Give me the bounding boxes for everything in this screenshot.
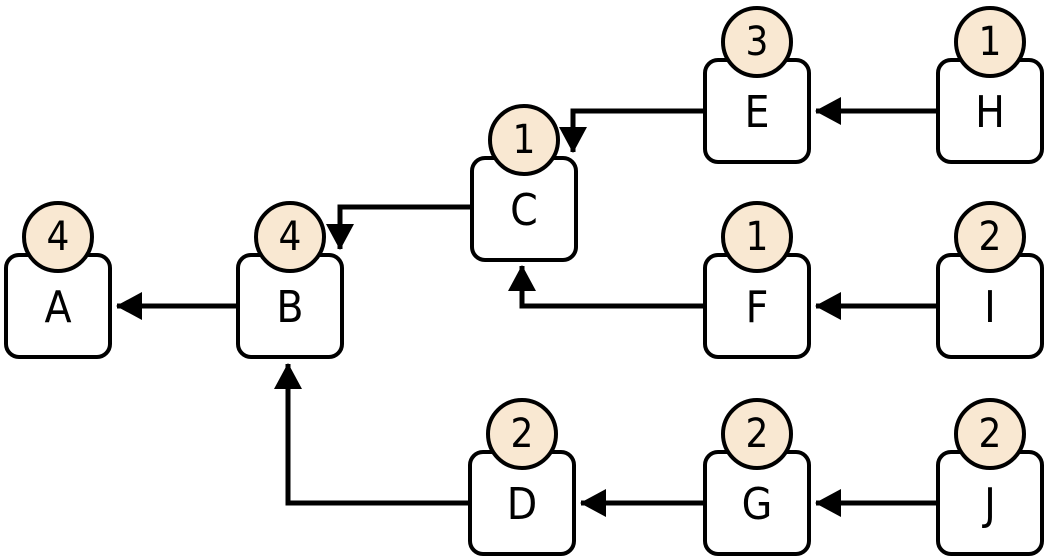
node-E: 3 E [703,6,811,164]
refcount-badge-G: 2 [721,398,793,470]
node-I: 2 I [936,201,1044,359]
refcount-badge-J: 2 [954,398,1026,470]
refcount-badge-H: 1 [954,6,1026,78]
node-label-J: J [984,479,996,530]
edge-E-C [559,108,703,153]
node-label-F: F [745,282,769,333]
node-C: 1 C [470,104,578,262]
node-G: 2 G [703,398,811,556]
refcount-badge-D: 2 [486,398,558,470]
refcount-badge-E: 3 [721,6,793,78]
node-label-G: G [741,479,773,530]
node-D: 2 D [468,398,576,556]
refcount-badge-A: 4 [22,201,94,273]
node-F: 1 F [703,201,811,359]
node-label-A: A [44,282,72,333]
refcount-badge-F: 1 [721,201,793,273]
node-label-E: E [744,87,770,138]
edge-F-C [508,265,703,309]
refcount-badge-I: 2 [954,201,1026,273]
node-label-H: H [975,87,1005,138]
node-label-I: I [984,282,996,333]
node-A: 4 A [4,201,112,359]
node-H: 1 H [936,6,1044,164]
node-J: 2 J [936,398,1044,556]
edge-D-B [274,363,468,506]
refcount-badge-B: 4 [254,201,326,273]
node-label-B: B [276,282,304,333]
refcount-badge-C: 1 [488,104,560,176]
node-label-D: D [506,479,538,530]
edge-C-B [326,204,470,250]
node-B: 4 B [236,201,344,359]
node-label-C: C [510,185,538,236]
